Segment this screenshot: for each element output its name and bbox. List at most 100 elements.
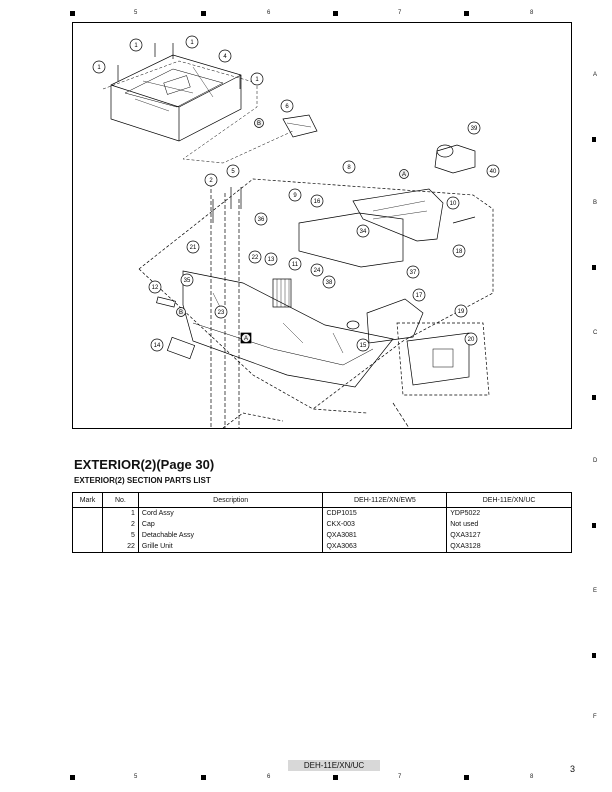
row-marker-c: C [593, 330, 598, 336]
table-row: 5 Detachable Assy QXA3081 QXA3127 [72, 530, 572, 541]
callout-label: 10 [450, 201, 457, 207]
callout-label: 4 [223, 54, 227, 60]
cell-mark [72, 507, 103, 519]
callout-label: 12 [152, 285, 159, 291]
cell-description: Cap [137, 519, 324, 530]
cell-description: Detachable Assy [137, 530, 324, 541]
callout-label: 1 [190, 40, 194, 46]
callout-circle [452, 244, 466, 258]
registration-mark [70, 775, 75, 780]
cell-no: 1 [101, 507, 139, 519]
callout-19: 19 [454, 304, 468, 318]
column-marker-5: 5 [134, 10, 138, 16]
registration-mark [333, 775, 338, 780]
registration-mark [592, 523, 596, 528]
callout-23: 23 [214, 305, 228, 319]
section-subtitle: EXTERIOR(2) SECTION PARTS LIST [74, 476, 211, 485]
callout-35: 35 [180, 273, 194, 287]
registration-mark [70, 11, 75, 16]
callout-B: B [254, 118, 264, 128]
callout-circle [250, 72, 264, 86]
callout-circle [150, 338, 164, 352]
cell-deh11: QXA3128 [446, 541, 572, 553]
cell-no: 2 [101, 519, 139, 530]
table-row: 2 Cap CKX-003 Not used [72, 519, 572, 530]
table-header-row: Mark No. Description DEH-112E/XN/EW5 DEH… [72, 492, 572, 508]
cell-description: Grille Unit [137, 541, 324, 553]
callout-label: 11 [292, 262, 299, 268]
cell-deh112: CDP1015 [322, 507, 448, 519]
header-deh11: DEH-11E/XN/UC [446, 492, 572, 508]
callout-circle [288, 257, 302, 271]
callout-label: 5 [231, 169, 235, 175]
registration-mark [201, 775, 206, 780]
callout-circle [248, 250, 262, 264]
callout-circle [148, 280, 162, 294]
registration-mark [592, 137, 596, 142]
callout-circle [310, 194, 324, 208]
callout-label: B [179, 310, 183, 316]
callout-label: A [402, 172, 406, 178]
callout-40: 40 [486, 164, 500, 178]
header-no: No. [101, 492, 139, 508]
cell-mark [72, 530, 103, 541]
callout-21: 21 [186, 240, 200, 254]
row-marker-b: B [593, 200, 598, 206]
cell-deh11: QXA3127 [446, 530, 572, 541]
callout-circle [446, 196, 460, 210]
registration-mark [333, 11, 338, 16]
callout-label: 39 [471, 126, 478, 132]
header-deh112: DEH-112E/XN/EW5 [322, 492, 448, 508]
header-mark: Mark [72, 492, 103, 508]
callout-18: 18 [452, 244, 466, 258]
callout-8: 8 [342, 160, 356, 174]
callout-label: 17 [416, 293, 423, 299]
callout-circle [406, 265, 420, 279]
callout-label: 8 [347, 165, 351, 171]
callout-circle [254, 212, 268, 226]
callout-circle [186, 240, 200, 254]
callout-circle [254, 118, 264, 128]
registration-mark [464, 775, 469, 780]
callout-circle [185, 35, 199, 49]
cell-no: 5 [101, 530, 139, 541]
callout-circle [288, 188, 302, 202]
callout-circle [214, 305, 228, 319]
callout-label: 1 [97, 65, 101, 71]
registration-mark [592, 653, 596, 658]
callout-1: 1 [92, 60, 106, 74]
callout-9: 9 [288, 188, 302, 202]
callout-circle [356, 224, 370, 238]
cell-deh112: CKX-003 [322, 519, 448, 530]
callout-1: 1 [185, 35, 199, 49]
callout-label: 16 [314, 199, 321, 205]
callout-39: 39 [467, 121, 481, 135]
registration-mark [201, 11, 206, 16]
row-marker-d: D [593, 458, 598, 464]
callout-circle [218, 49, 232, 63]
callout-20: 20 [464, 332, 478, 346]
callout-label: 18 [456, 249, 463, 255]
callout-circle [467, 121, 481, 135]
column-marker-7: 7 [398, 774, 402, 780]
callout-circle [399, 169, 409, 179]
cell-mark [72, 541, 103, 553]
column-marker-6: 6 [267, 10, 271, 16]
callout-4: 4 [218, 49, 232, 63]
callout-label: 36 [258, 217, 265, 223]
callout-circle [226, 164, 240, 178]
callout-circle [412, 288, 426, 302]
callout-circle [241, 333, 251, 343]
callout-10: 10 [446, 196, 460, 210]
column-marker-8: 8 [530, 774, 534, 780]
callout-22: 22 [248, 250, 262, 264]
cell-no: 22 [101, 541, 139, 553]
callout-17: 17 [412, 288, 426, 302]
callout-16: 16 [310, 194, 324, 208]
callout-label: 23 [218, 310, 225, 316]
row-marker-f: F [593, 714, 597, 720]
callout-label: B [257, 121, 261, 127]
callout-label: 37 [410, 270, 417, 276]
